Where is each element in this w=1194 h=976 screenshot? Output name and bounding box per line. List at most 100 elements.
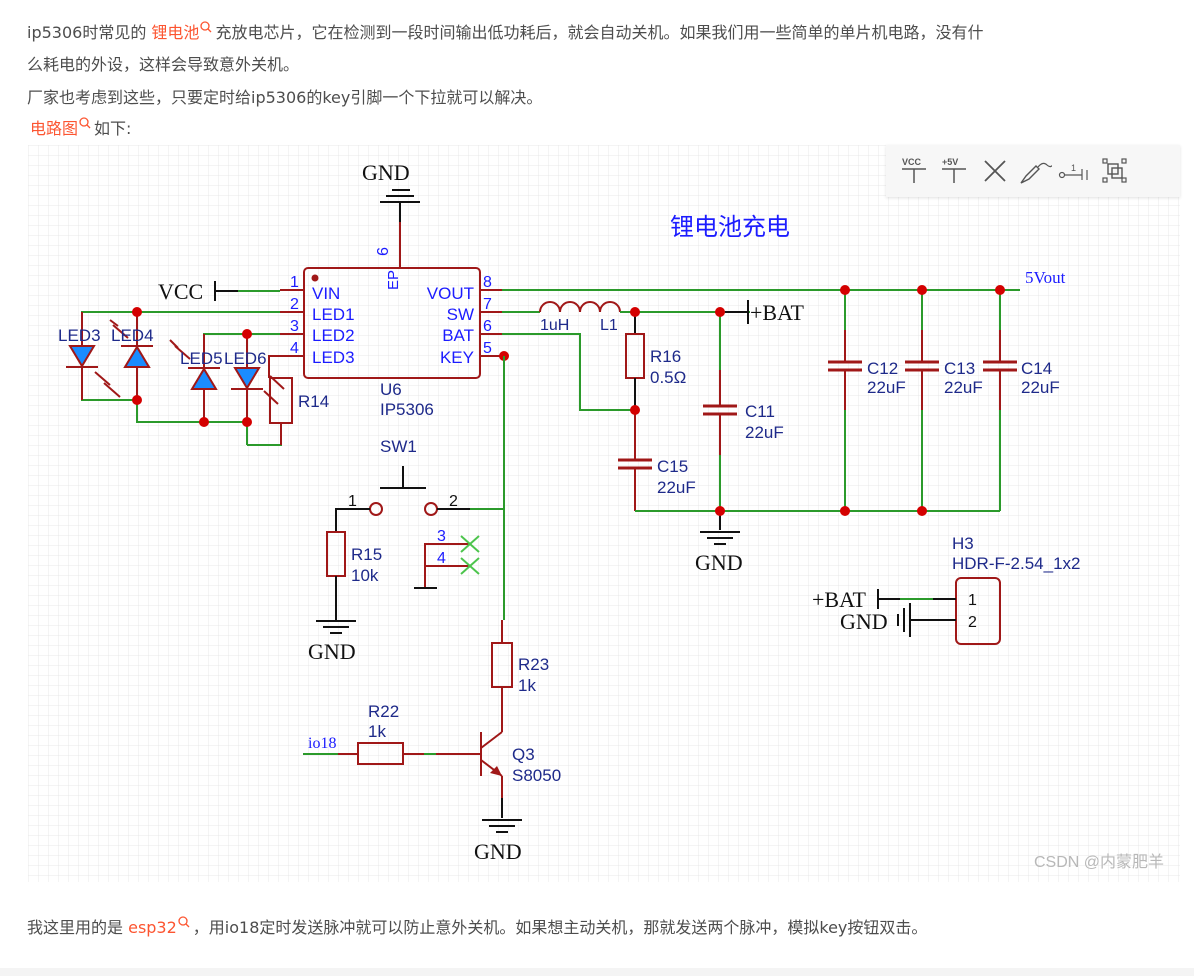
link-circuit-diagram[interactable]: 电路图 bbox=[30, 119, 79, 138]
led5-label: LED5 bbox=[180, 349, 223, 368]
svg-text:R16: R16 bbox=[650, 347, 681, 366]
svg-text:22uF: 22uF bbox=[944, 378, 983, 397]
pin-number-2: 2 bbox=[290, 296, 299, 313]
pin-name-ep: EP bbox=[385, 270, 402, 290]
svg-text:HDR-F-2.54_1x2: HDR-F-2.54_1x2 bbox=[952, 554, 1081, 573]
header-h3: H3 HDR-F-2.54_1x2 1 2 +BAT GND bbox=[812, 534, 1081, 645]
svg-text:R22: R22 bbox=[368, 702, 399, 721]
svg-text:C12: C12 bbox=[867, 359, 898, 378]
gnd-symbol-top: GND bbox=[362, 160, 420, 268]
search-icon[interactable] bbox=[79, 116, 91, 132]
grid-background bbox=[28, 145, 1180, 882]
led-network: LED3 LED4 LED5 LED6 R14 bbox=[58, 307, 329, 446]
paragraph-intro-line2: 么耗电的外设，这样会导致意外关机。 bbox=[27, 55, 300, 74]
pin-name-vin: VIN bbox=[312, 284, 340, 303]
led4-symbol bbox=[123, 345, 151, 368]
bat-label: +BAT bbox=[750, 300, 805, 325]
vcc-label: VCC bbox=[158, 279, 203, 304]
pin-number-7: 7 bbox=[483, 296, 492, 313]
paragraph-intro: ip5306时常见的 锂电池充放电芯片，它在检测到一段时间输出低功耗后，就会自动… bbox=[27, 18, 983, 48]
svg-text:C14: C14 bbox=[1021, 359, 1052, 378]
link-esp32[interactable]: esp32 bbox=[128, 918, 177, 937]
svg-text:GND: GND bbox=[695, 550, 743, 575]
svg-text:C11: C11 bbox=[745, 402, 775, 421]
svg-text:C13: C13 bbox=[944, 359, 975, 378]
pin-name-vout: VOUT bbox=[427, 284, 474, 303]
probe-icon bbox=[1020, 162, 1052, 184]
led3-symbol bbox=[68, 345, 96, 368]
capacitor-c13: C13 22uF bbox=[905, 290, 983, 511]
svg-text:1: 1 bbox=[1071, 163, 1076, 173]
led6-symbol bbox=[233, 367, 261, 390]
gnd-symbol-right: GND bbox=[695, 511, 743, 575]
svg-text:1k: 1k bbox=[368, 722, 386, 741]
capacitor-c11: C11 22uF bbox=[703, 312, 784, 511]
r14-label: R14 bbox=[298, 392, 329, 411]
svg-text:2: 2 bbox=[449, 493, 458, 510]
vcc-icon: VCC bbox=[902, 157, 926, 183]
ic-u6: EP 1 2 3 4 VIN LED1 LED2 LED3 VOUT SW BA… bbox=[280, 267, 502, 419]
svg-text:GND: GND bbox=[474, 839, 522, 864]
svg-text:22uF: 22uF bbox=[867, 378, 906, 397]
paragraph-circuit-intro: 电路图如下: bbox=[30, 114, 131, 144]
svg-text:R23: R23 bbox=[518, 655, 549, 674]
capacitor-bank: C12 22uF C13 22uF C14 22 bbox=[828, 290, 1060, 511]
svg-text:10k: 10k bbox=[351, 566, 379, 585]
led4-label: LED4 bbox=[111, 326, 154, 345]
link-lithium-battery[interactable]: 锂电池 bbox=[151, 23, 200, 42]
paragraph-usage: 我这里用的是 esp32，用io18定时发送脉冲就可以防止意外关机。如果想主动关… bbox=[27, 913, 927, 943]
svg-text:SW1: SW1 bbox=[380, 437, 417, 456]
pin-number-5: 5 bbox=[483, 340, 492, 357]
svg-text:22uF: 22uF bbox=[657, 478, 696, 497]
pin-name-led3: LED3 bbox=[312, 348, 355, 367]
svg-text:2: 2 bbox=[968, 614, 977, 631]
io18-label: io18 bbox=[308, 735, 336, 752]
pin-number-1: 1 bbox=[290, 274, 299, 291]
svg-text:22uF: 22uF bbox=[745, 423, 784, 442]
svg-text:H3: H3 bbox=[952, 534, 974, 553]
divider bbox=[0, 968, 1194, 976]
pin-name-key: KEY bbox=[440, 348, 474, 367]
pin-name-led1: LED1 bbox=[312, 305, 355, 324]
pin-number-6: 6 bbox=[483, 318, 492, 335]
gnd-label: GND bbox=[362, 160, 410, 185]
pin-number-3: 3 bbox=[290, 318, 299, 335]
svg-text:S8050: S8050 bbox=[512, 766, 561, 785]
resistor-r15: R15 10k GND bbox=[308, 531, 382, 664]
switch-sw1: SW1 1 2 3 4 bbox=[335, 437, 504, 589]
led6-label: LED6 bbox=[224, 349, 267, 368]
fit-view-icon bbox=[1102, 158, 1127, 183]
ic-value: IP5306 bbox=[380, 400, 434, 419]
svg-text:GND: GND bbox=[840, 609, 888, 634]
led3-label: LED3 bbox=[58, 326, 101, 345]
net-label-icon: 1 bbox=[1058, 163, 1088, 180]
vcc-port: VCC bbox=[158, 279, 280, 304]
probe-button[interactable] bbox=[1018, 154, 1052, 188]
vout-rail: 5Vout bbox=[502, 268, 1066, 291]
no-connect-button[interactable] bbox=[978, 154, 1012, 188]
l1-ref: L1 bbox=[600, 317, 618, 334]
search-icon[interactable] bbox=[200, 20, 212, 36]
svg-text:4: 4 bbox=[437, 550, 446, 567]
svg-text:1: 1 bbox=[968, 592, 977, 609]
svg-text:22uF: 22uF bbox=[1021, 378, 1060, 397]
svg-text:C15: C15 bbox=[657, 457, 688, 476]
resistor-r22: io18 R22 1k bbox=[303, 702, 481, 765]
paragraph-solution: 厂家也考虑到这些，只要定时给ip5306的key引脚一个下拉就可以解决。 bbox=[27, 88, 543, 107]
resistor-r23: R23 1k bbox=[491, 620, 549, 732]
svg-text:+5V: +5V bbox=[942, 157, 958, 167]
x-icon bbox=[984, 160, 1006, 182]
vcc-symbol-button[interactable]: VCC bbox=[898, 154, 932, 188]
svg-text:VCC: VCC bbox=[902, 157, 922, 167]
svg-text:3: 3 bbox=[437, 528, 446, 545]
net-label-button[interactable]: 1 bbox=[1058, 154, 1092, 188]
pin-number-8: 8 bbox=[483, 274, 492, 291]
pin-number-4: 4 bbox=[290, 340, 299, 357]
pin-name-led2: LED2 bbox=[312, 326, 355, 345]
schematic-title: 锂电池充电 bbox=[670, 214, 790, 241]
ic-ref: U6 bbox=[380, 380, 402, 399]
plus5v-symbol-button[interactable]: +5V bbox=[938, 154, 972, 188]
fit-view-button[interactable] bbox=[1098, 154, 1132, 188]
search-icon[interactable] bbox=[178, 915, 190, 931]
pin-name-sw: SW bbox=[447, 305, 474, 324]
